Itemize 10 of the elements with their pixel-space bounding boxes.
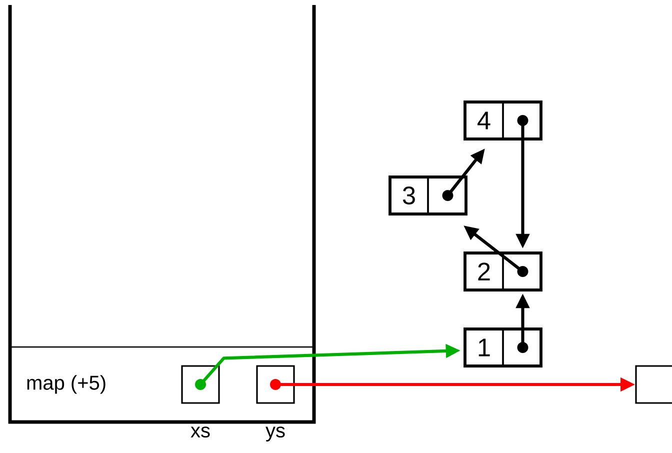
- pointer-box: [256, 365, 295, 404]
- cons-cell: 2: [464, 252, 542, 292]
- variable-label: ys: [266, 426, 285, 442]
- pointer-box: [181, 365, 220, 404]
- cons-cell: 4: [464, 100, 542, 140]
- box: [635, 365, 672, 404]
- stack-frame: map (+5): [8, 5, 316, 424]
- cons-cell: 3: [388, 176, 468, 216]
- variable-label: xs: [190, 426, 210, 438]
- cons-cell: 1: [464, 328, 542, 368]
